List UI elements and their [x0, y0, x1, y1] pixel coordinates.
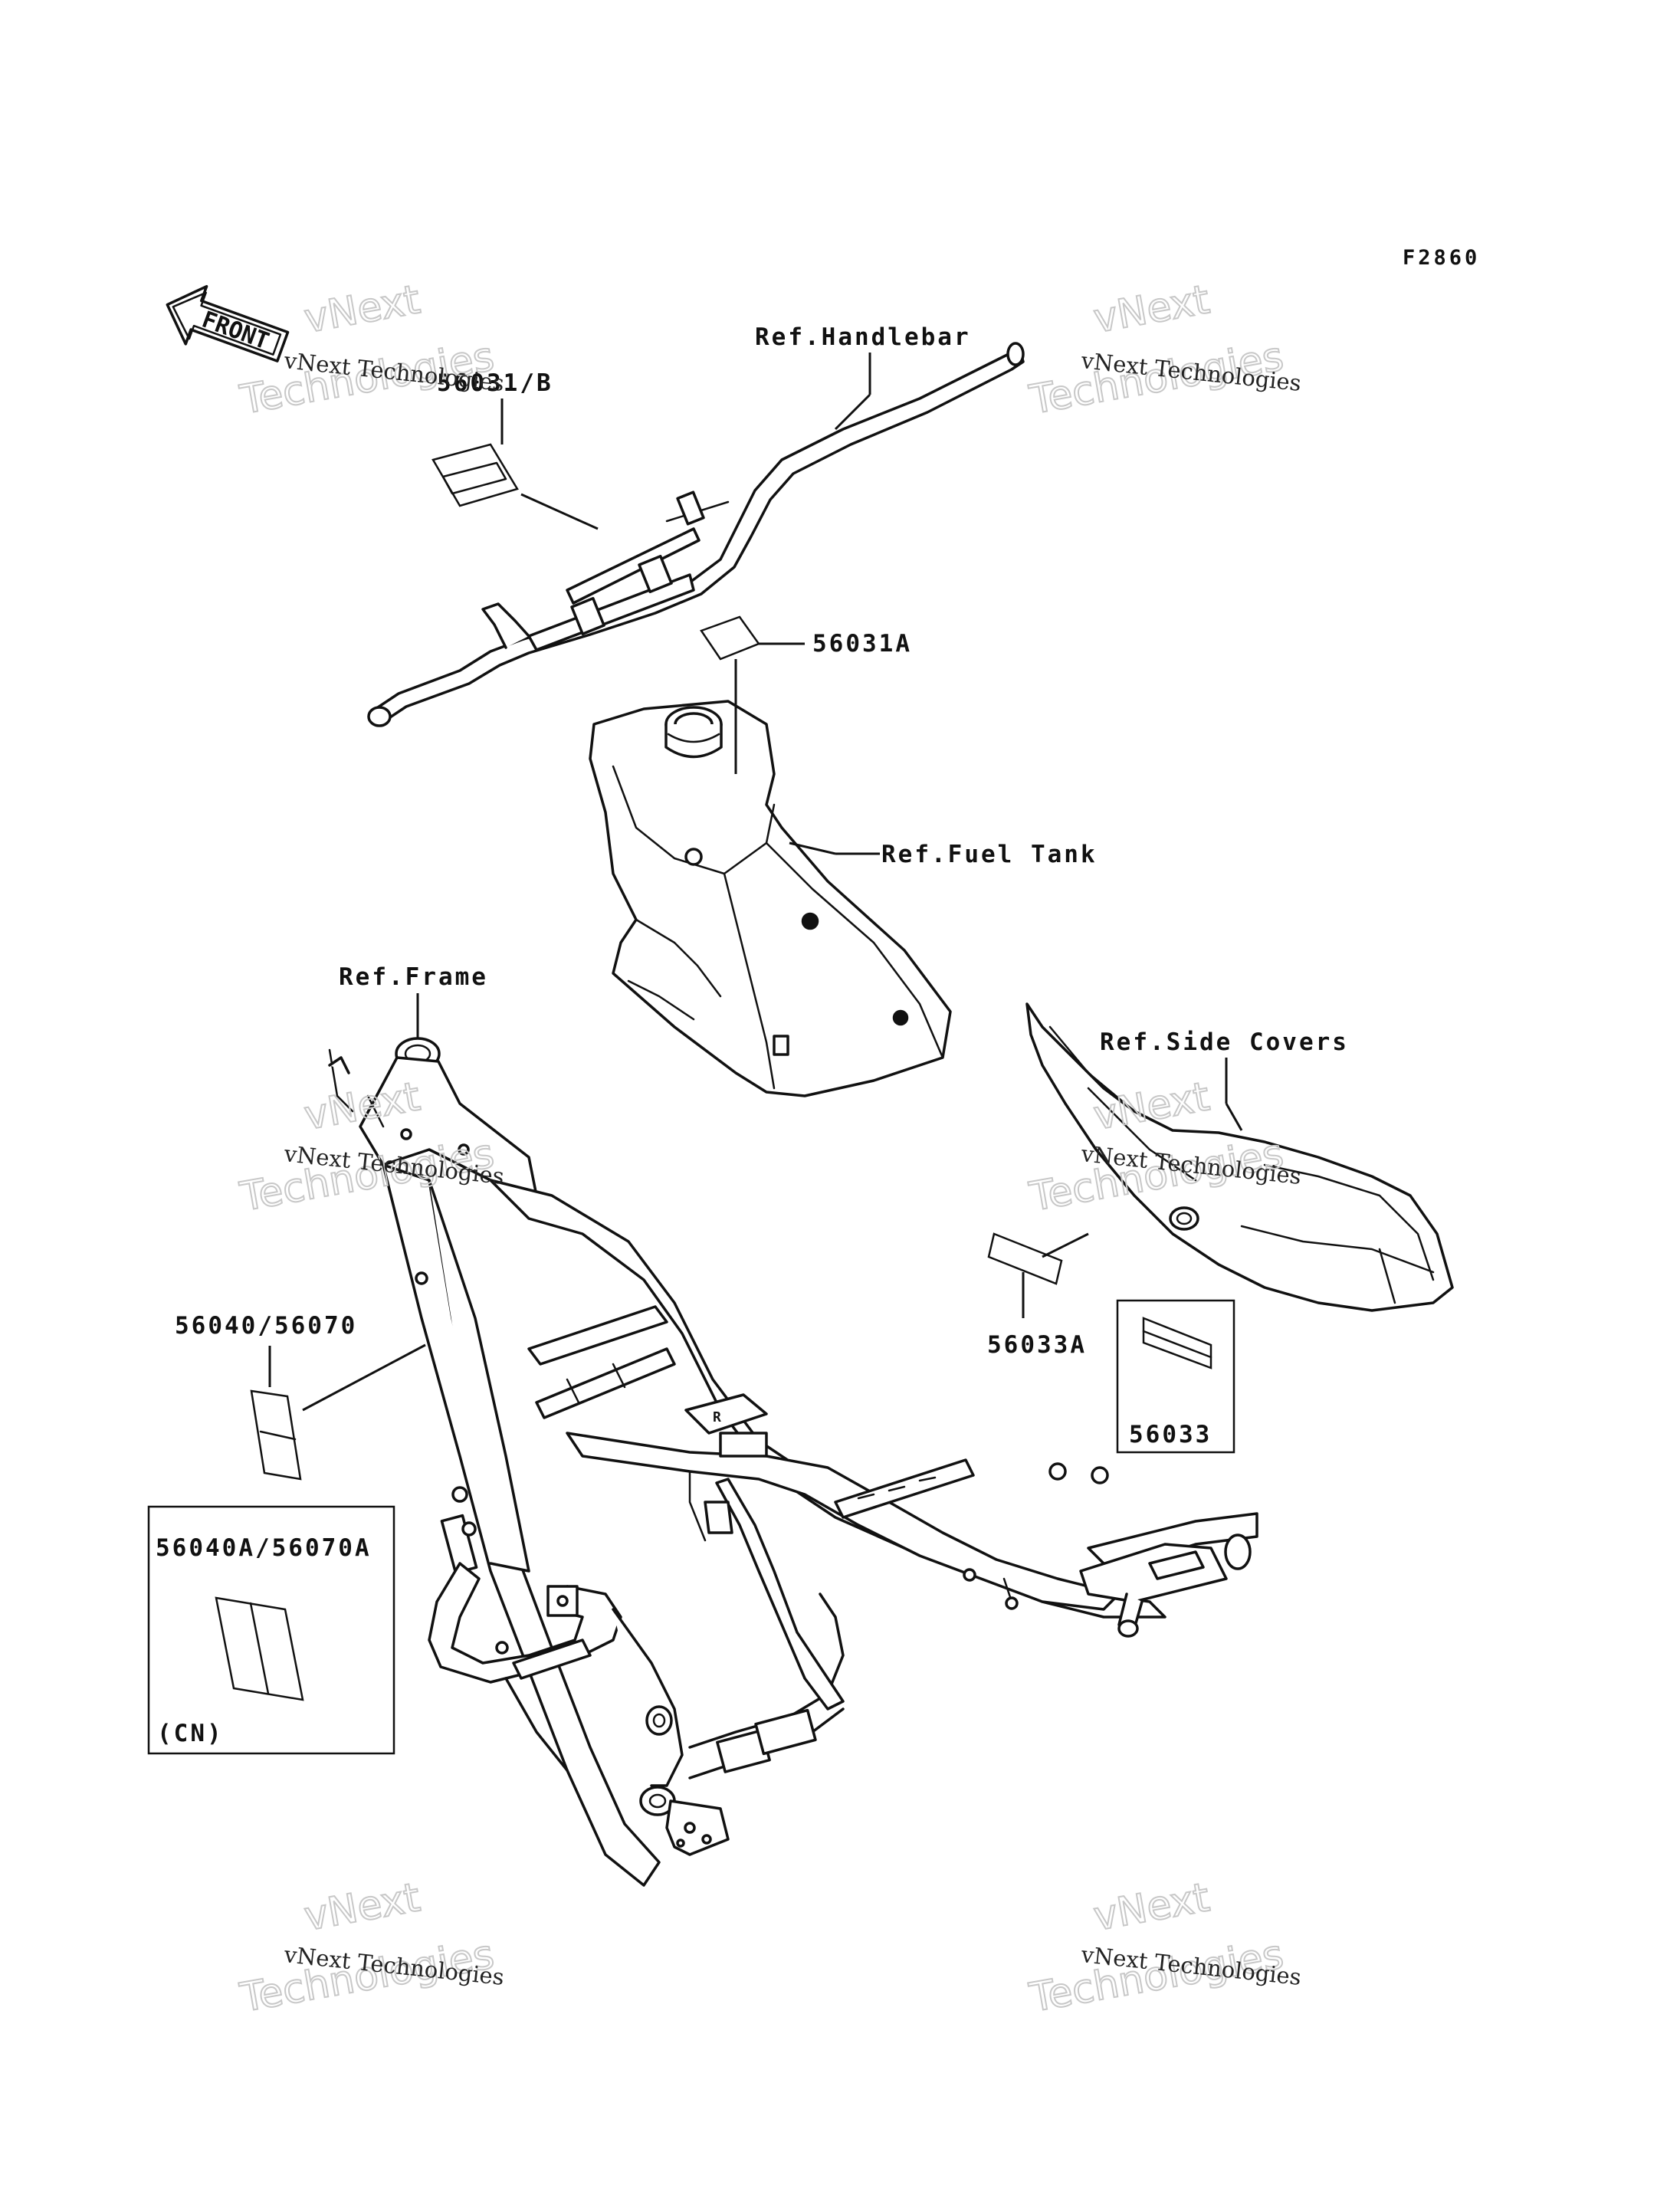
decal-56033a: [987, 1232, 1063, 1285]
frame-mark: R: [713, 1409, 724, 1425]
label-ref-frame: Ref.Frame: [339, 963, 488, 991]
watermark-bottom-left: vNext Technologies: [236, 1874, 498, 2022]
watermark-brand-large: vNext: [1091, 1074, 1213, 1139]
watermark-bottom-right: vNext Technologies: [1025, 1874, 1288, 2022]
figure-code: F2860: [1403, 246, 1480, 270]
label-56031b: 56031/B: [437, 369, 553, 397]
box-56040a-56070a: [147, 1505, 395, 1755]
box-56033: [1116, 1299, 1235, 1454]
watermark-top-right: vNext Technologies: [1025, 276, 1288, 425]
decal-56031a: [700, 615, 760, 661]
label-56033a: 56033A: [987, 1331, 1087, 1359]
label-region-cn: (CN): [157, 1720, 224, 1747]
watermark-brand-large: vNext: [301, 1875, 424, 1940]
frame-drawing: R: [328, 1037, 1258, 1887]
label-ref-handlebar: Ref.Handlebar: [755, 323, 971, 351]
label-56031a: 56031A: [812, 630, 912, 658]
label-56033: 56033: [1129, 1421, 1212, 1448]
watermark-brand-large: vNext: [301, 277, 424, 342]
side-cover-drawing: [1025, 1002, 1454, 1312]
label-ref-side-covers: Ref.Side Covers: [1100, 1028, 1349, 1056]
label-ref-fuel-tank: Ref.Fuel Tank: [881, 841, 1098, 868]
decal-56033: [1142, 1317, 1212, 1369]
watermark-mid-left: vNext Technologies: [236, 1073, 498, 1222]
front-arrow-icon: FRONT: [166, 284, 290, 362]
label-56040a-56070a: 56040A/56070A: [156, 1534, 372, 1562]
decal-56031b: [431, 443, 519, 507]
label-56040-56070: 56040/56070: [175, 1312, 357, 1340]
watermark-brand-large: vNext: [1091, 1875, 1213, 1940]
watermark-brand-large: vNext: [1091, 277, 1213, 342]
fuel-tank-drawing: [589, 700, 952, 1097]
handlebar-drawing: [367, 342, 1025, 727]
